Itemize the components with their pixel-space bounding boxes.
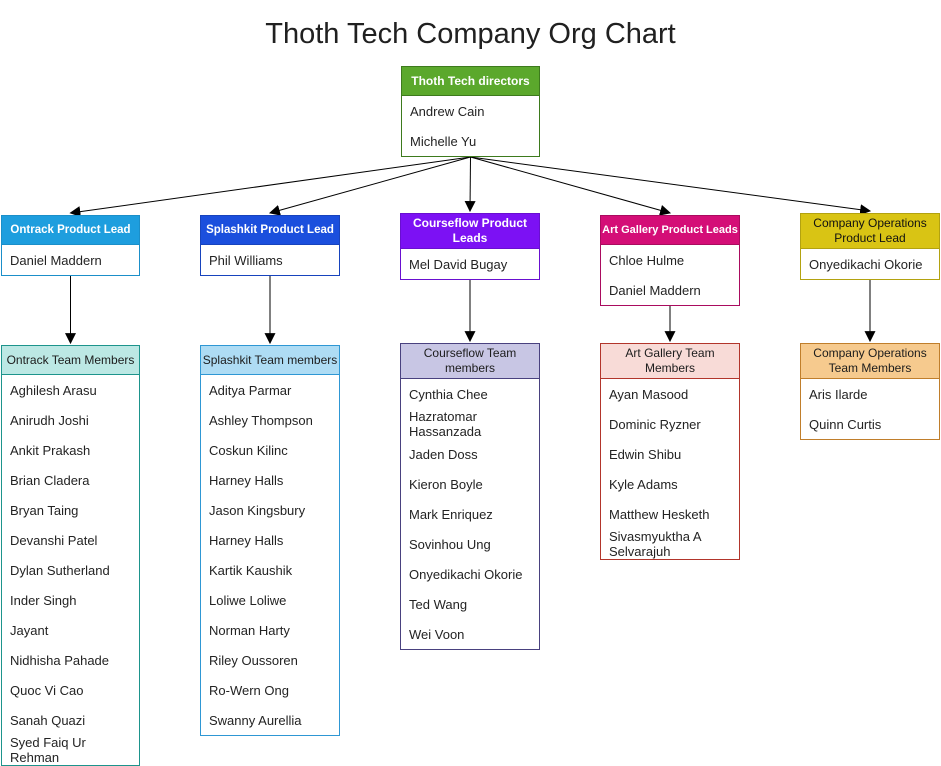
member-name: Wei Voon [409,626,465,642]
member-name: Quinn Curtis [809,416,882,432]
member-name: Cynthia Chee [409,386,488,402]
member-name: Onyedikachi Okorie [409,566,523,582]
org-edge [464,156,476,213]
node-header: Splashkit Team members [201,346,339,375]
member-name: Kartik Kaushik [209,562,293,578]
node-member-list: Onyedikachi Okorie [801,249,939,279]
node-header: Company Operations Team Members [801,344,939,379]
node-header: Company Operations Product Lead [801,214,939,249]
member-name: Ted Wang [409,596,468,612]
member-name: Quoc Vi Cao [10,682,84,698]
node-member-list: Phil Williams [201,245,339,275]
member-name: Daniel Maddern [10,252,102,268]
member-name: Dominic Ryzner [609,416,701,432]
node-header: Ontrack Team Members [2,346,139,375]
member-name: Ayan Masood [609,386,689,402]
member-name: Swanny Aurellia [209,712,302,728]
node-header: Art Gallery Team Members [601,344,739,379]
member-name: Loliwe Loliwe [209,592,287,608]
member-name: Hazratomar Hassanzada [409,409,482,439]
member-name: Jayant [10,622,49,638]
member-name: Coskun Kilinc [209,442,288,458]
node-header: Thoth Tech directors [402,67,539,96]
member-name: Ro-Wern Ong [209,682,289,698]
member-name: Ankit Prakash [10,442,91,458]
member-name: Nidhisha Pahade [10,652,110,668]
member-name: Riley Oussoren [209,652,298,668]
member-name: Mel David Bugay [409,256,508,272]
member-name: Daniel Maddern [609,282,701,298]
member-name: Aditya Parmar [209,382,292,398]
member-name: Bryan Taing [10,502,79,518]
member-name: Sovinhou Ung [409,536,491,552]
member-name: Devanshi Patel [10,532,98,548]
member-name: Mark Enriquez [409,506,493,522]
member-name: Sivasmyuktha A Selvarajuh [609,529,701,559]
member-name: Michelle Yu [410,133,477,149]
node-member-list: Daniel Maddern [2,245,139,275]
member-name: Phil Williams [209,252,283,268]
member-name: Anirudh Joshi [10,412,89,428]
node-header: Courseflow Product Leads [401,214,539,249]
member-name: Onyedikachi Okorie [809,256,923,272]
member-name: Harney Halls [209,472,284,488]
member-name: Dylan Sutherland [10,562,110,578]
member-name: Sanah Quazi [10,712,86,728]
member-name: Harney Halls [209,532,284,548]
member-name: Edwin Shibu [609,446,682,462]
org-edge [69,156,471,218]
node-header: Courseflow Team members [401,344,539,379]
member-name: Jason Kingsbury [209,502,306,518]
member-name: Kieron Boyle [409,476,483,492]
member-name: Jaden Doss [409,446,478,462]
node-member-list: Mel David Bugay [401,249,539,279]
node-header: Splashkit Product Lead [201,216,339,245]
page-title: Thoth Tech Company Org Chart [265,18,676,50]
member-name: Andrew Cain [410,103,485,119]
member-name: Brian Cladera [10,472,90,488]
member-name: Kyle Adams [609,476,678,492]
node-header: Art Gallery Product Leads [601,216,739,245]
member-name: Syed Faiq Ur Rehman [10,735,86,765]
org-edge [470,156,672,216]
node-header: Ontrack Product Lead [2,216,139,245]
member-name: Matthew Hesketh [609,506,710,522]
member-name: Aris Ilarde [809,386,868,402]
member-name: Ashley Thompson [209,412,313,428]
member-name: Chloe Hulme [609,252,685,268]
org-edge [470,156,872,216]
member-name: Norman Harty [209,622,290,638]
org-edge [268,156,471,216]
member-name: Aghilesh Arasu [10,382,97,398]
member-name: Inder Singh [10,592,77,608]
